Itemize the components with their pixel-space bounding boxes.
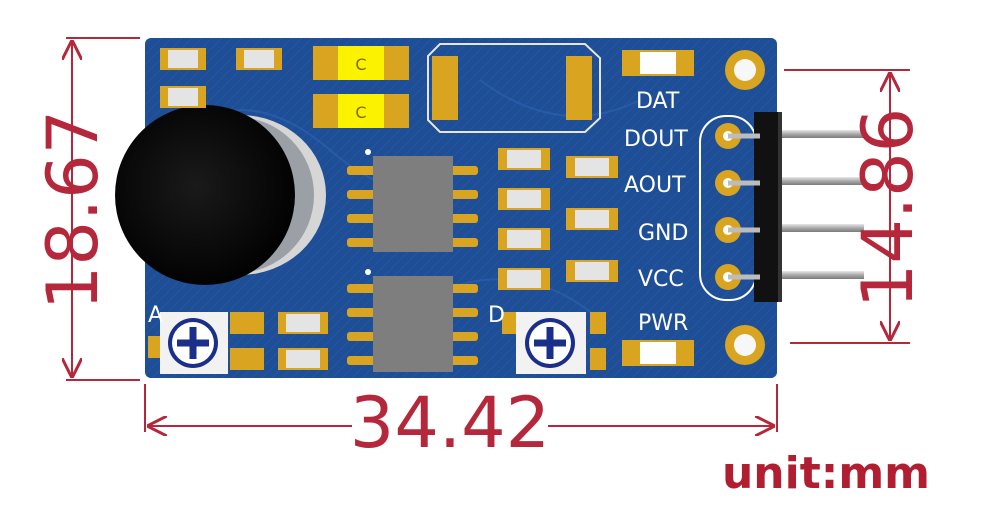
dimension-header-span (784, 69, 910, 344)
smd-components-bottom-left (148, 312, 606, 370)
label-dat: DAT (636, 89, 680, 114)
pwr-led (622, 340, 694, 366)
led-1-label: C (355, 55, 366, 74)
dimension-width-value: 34.42 (350, 382, 550, 464)
label-pot-d: D (488, 303, 505, 328)
label-pwr: PWR (638, 311, 688, 336)
smd-components-middle (498, 148, 618, 290)
label-dout: DOUT (624, 127, 688, 152)
led-1: C (313, 46, 409, 80)
dat-led (622, 50, 694, 76)
label-pot-a: A (148, 303, 163, 328)
led-2: C (313, 94, 409, 128)
microphone (115, 105, 326, 285)
capacitor-footprint (427, 43, 601, 133)
ic-chip-1 (347, 149, 478, 252)
pcb-board (145, 38, 777, 378)
dimension-header-span-value: 14.86 (847, 108, 929, 308)
silkscreen-labels: DAT DOUT AOUT GND VCC PWR A D (148, 89, 688, 336)
mounting-hole-bottom (725, 325, 765, 365)
potentiometer-a (160, 312, 228, 374)
dimension-width-label-bg (352, 398, 548, 460)
dimension-height (66, 37, 140, 381)
ic-chip-2 (347, 269, 478, 372)
pin-header (715, 112, 864, 302)
label-aout: AOUT (624, 173, 686, 198)
led-2-label: C (355, 103, 366, 122)
label-gnd: GND (638, 221, 688, 246)
potentiometer-d (516, 312, 586, 374)
dimension-height-value: 18.67 (32, 110, 114, 310)
unit-label: unit:mm (722, 448, 930, 499)
smd-components-top-left (160, 48, 282, 108)
label-vcc: VCC (638, 267, 684, 292)
mounting-hole-top (725, 50, 765, 90)
